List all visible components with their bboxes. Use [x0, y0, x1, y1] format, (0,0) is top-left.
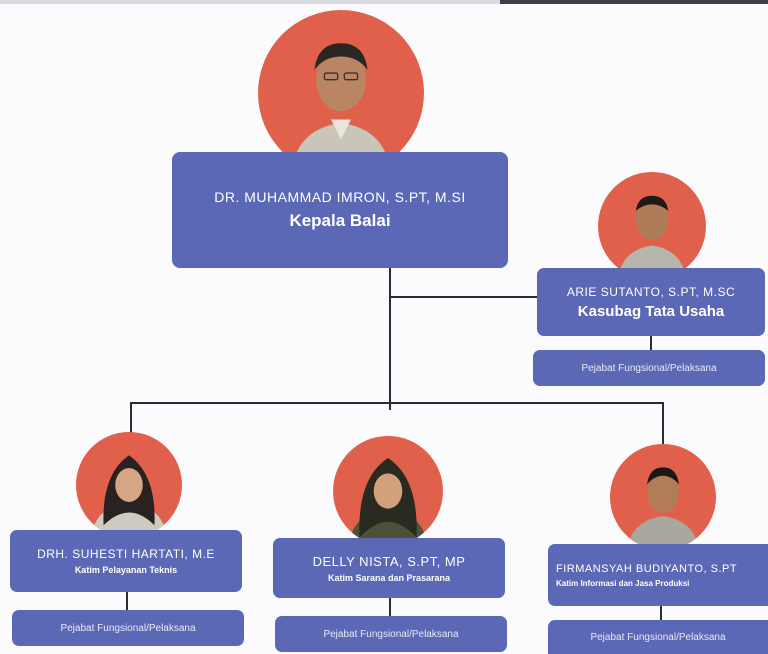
head-role: Kepala Balai: [289, 211, 391, 230]
person-female-icon: [348, 458, 428, 546]
team-1-name: DRH. SUHESTI HARTATI, M.E: [37, 547, 215, 561]
team-1-role: Katim Pelayanan Teknis: [74, 565, 178, 575]
connector-team-1: [130, 402, 132, 434]
connector-team-bar: [130, 402, 664, 404]
connector-to-admin: [389, 296, 537, 298]
team-3-name: FIRMANSYAH BUDIYANTO, S.PT: [556, 562, 738, 575]
admin-sub-box: Pejabat Fungsional/Pelaksana: [533, 350, 765, 386]
connector-admin-sub: [650, 336, 652, 350]
person-male-icon: [617, 195, 687, 280]
person-female-icon: [90, 455, 168, 538]
team-2-name: DELLY NISTA, S.PT, MP: [312, 553, 466, 569]
team-3-card: FIRMANSYAH BUDIYANTO, S.PT Katim Informa…: [548, 544, 768, 606]
admin-photo: [598, 172, 706, 280]
team-2-sub-box: Pejabat Fungsional/Pelaksana: [275, 616, 507, 652]
top-border: [0, 0, 768, 4]
top-border-dark: [500, 0, 768, 4]
connector-team2-sub: [389, 598, 391, 616]
team-2-role: Katim Sarana dan Prasarana: [327, 572, 451, 583]
connector-head-down: [389, 268, 391, 410]
team-2-card: DELLY NISTA, S.PT, MP Katim Sarana dan P…: [273, 538, 505, 598]
team-3-role: Katim Informasi dan Jasa Produksi: [556, 578, 690, 588]
team-1-photo: [76, 432, 182, 538]
admin-name: ARIE SUTANTO, S.PT, M.SC: [566, 284, 736, 299]
team-1-sub-box: Pejabat Fungsional/Pelaksana: [12, 610, 244, 646]
head-card: DR. MUHAMMAD IMRON, S.PT, M.SI Kepala Ba…: [172, 152, 508, 268]
head-name: DR. MUHAMMAD IMRON, S.PT, M.SI: [214, 189, 466, 205]
admin-card: ARIE SUTANTO, S.PT, M.SC Kasubag Tata Us…: [537, 268, 765, 336]
connector-team1-sub: [126, 592, 128, 610]
team-1-card: DRH. SUHESTI HARTATI, M.E Katim Pelayana…: [10, 530, 242, 592]
connector-team-3: [662, 402, 664, 444]
team-3-photo: [610, 444, 716, 550]
team-2-photo: [333, 436, 443, 546]
admin-role: Kasubag Tata Usaha: [577, 302, 725, 320]
person-male-icon: [626, 467, 700, 550]
team-3-sub-box: Pejabat Fungsional/Pelaksana: [548, 620, 768, 654]
connector-team3-sub: [660, 606, 662, 624]
